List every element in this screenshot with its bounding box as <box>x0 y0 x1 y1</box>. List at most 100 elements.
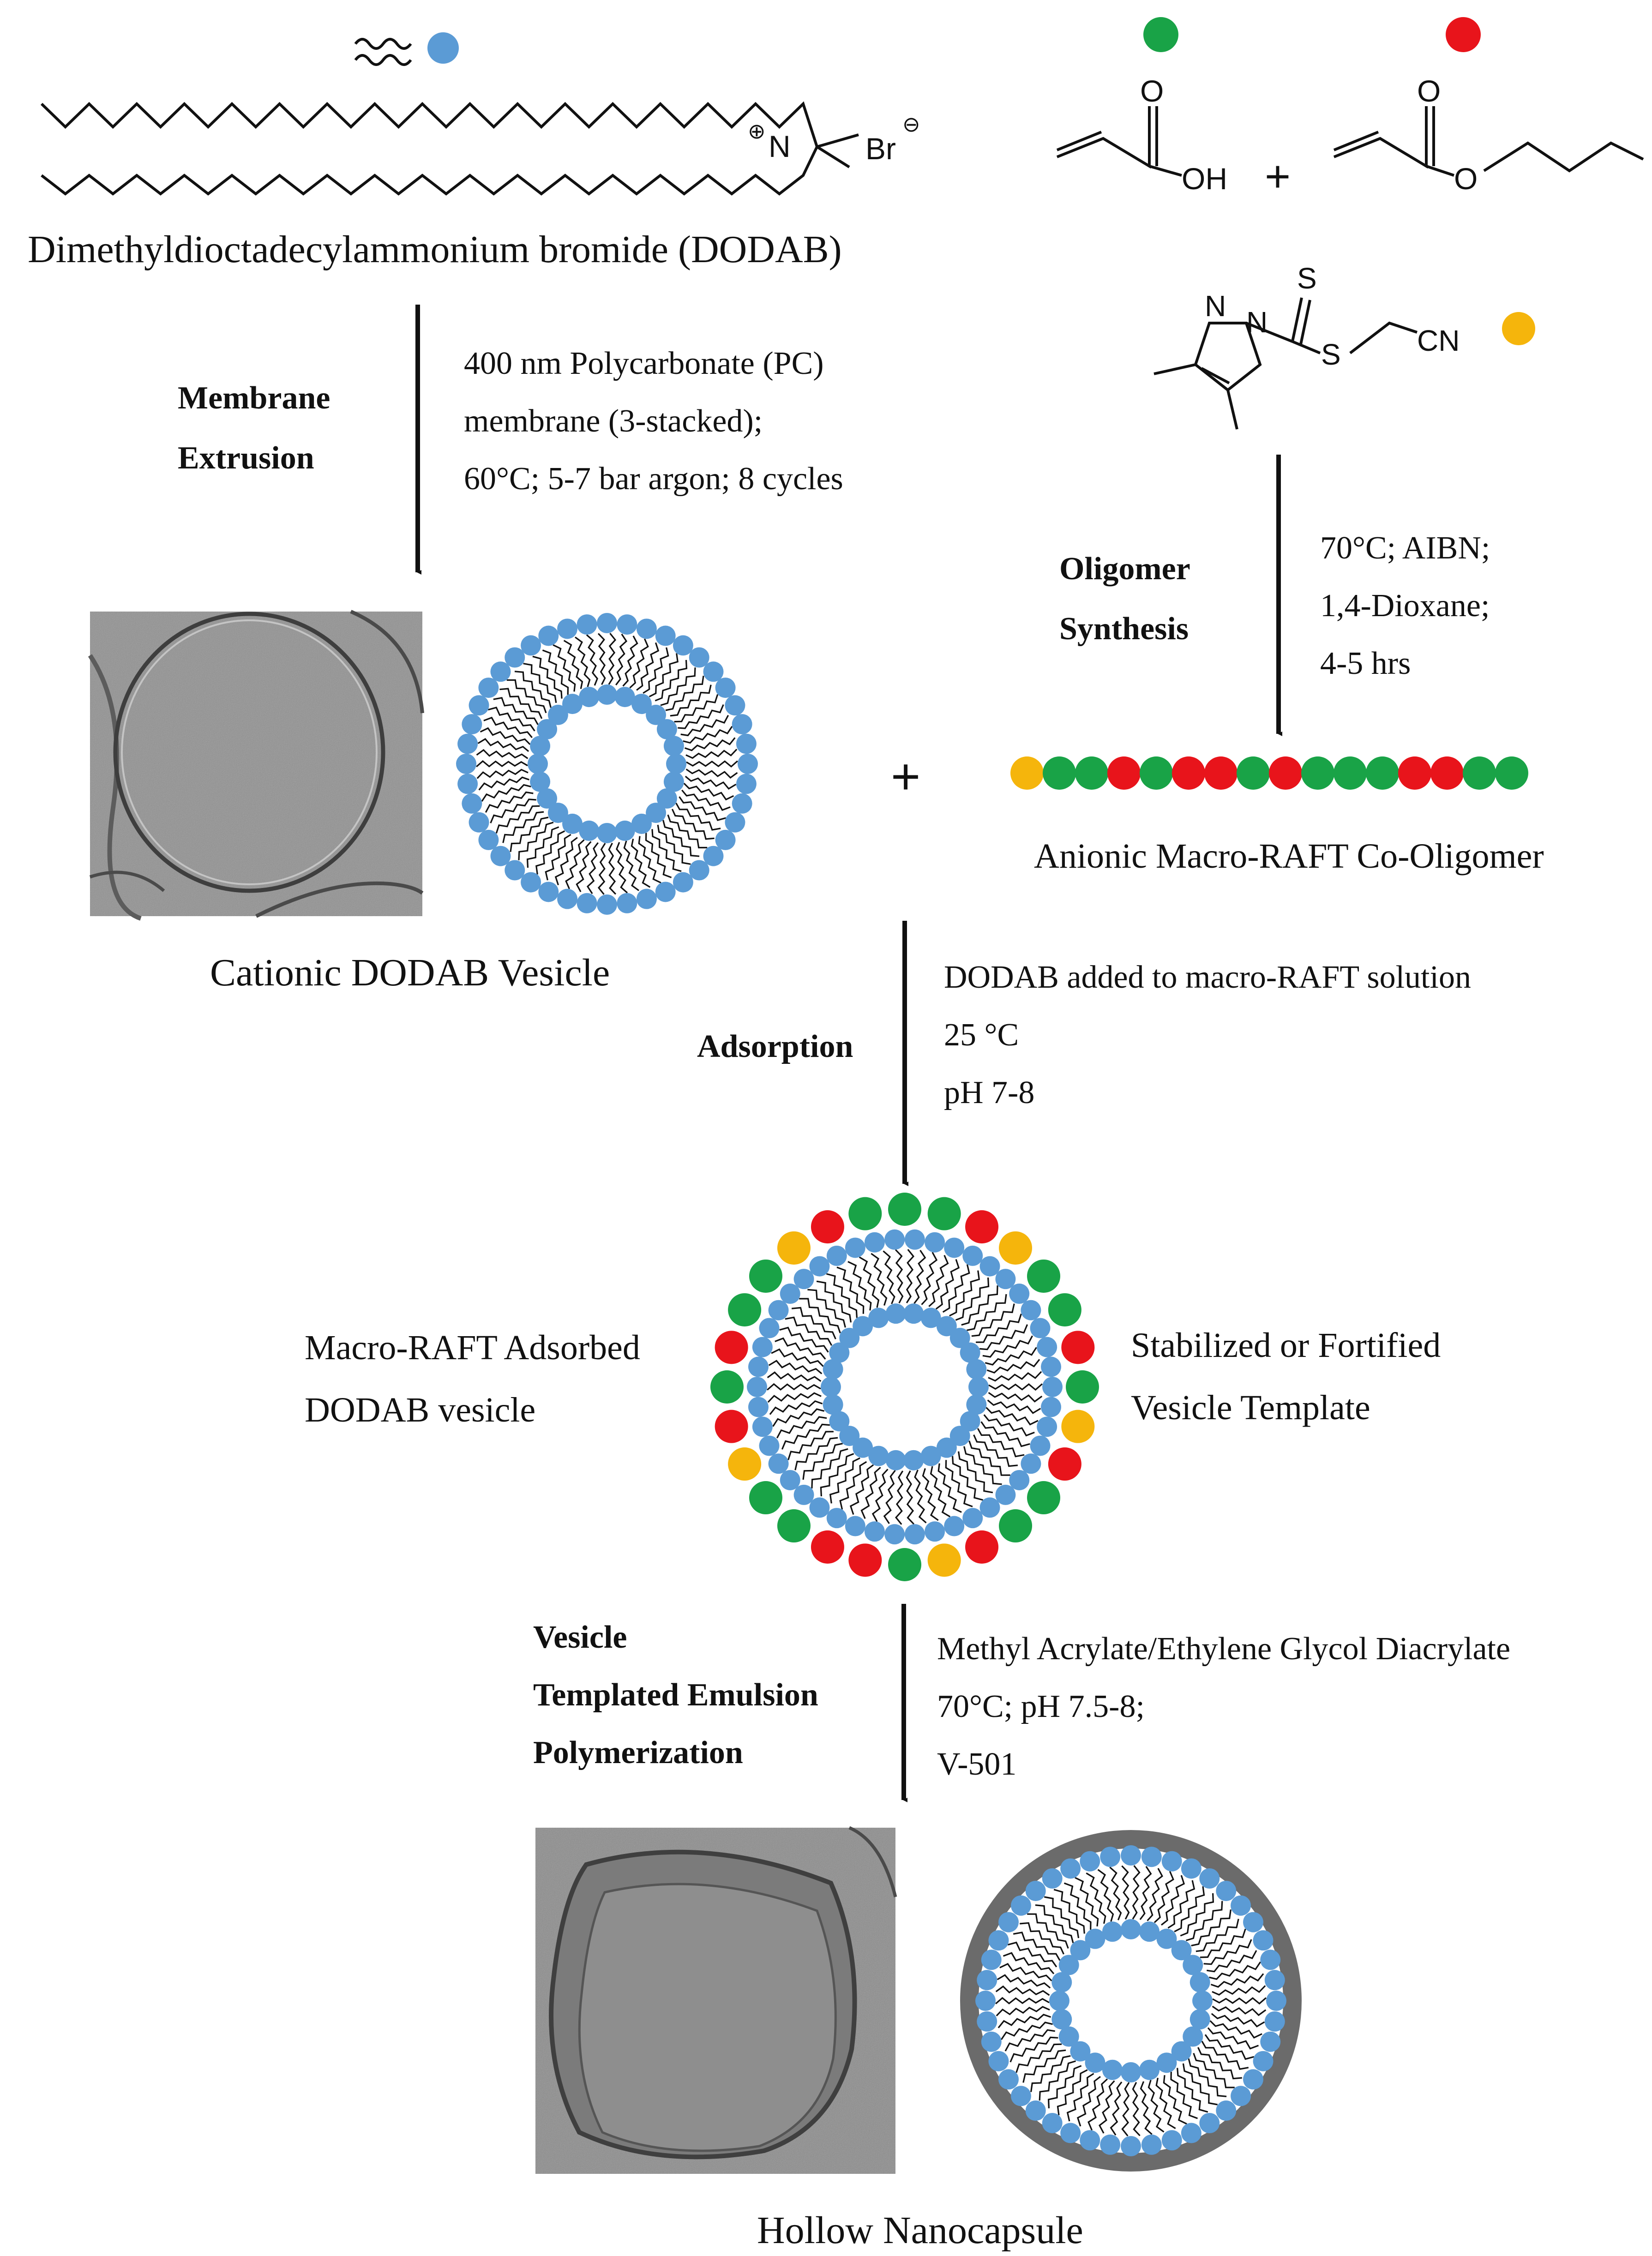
lipid-head <box>478 829 499 850</box>
cryo-tem-vesicle-micrograph <box>88 610 424 921</box>
lipid-head <box>1030 1435 1051 1456</box>
lipid-head <box>748 1356 769 1377</box>
raft-end-group-legend-dot <box>1502 312 1535 345</box>
lipid-head <box>673 635 693 656</box>
lipid-head <box>1049 1991 1069 2011</box>
lipid-head <box>1253 1930 1274 1951</box>
lipid-head <box>538 882 559 902</box>
lipid-head <box>1121 1845 1141 1866</box>
oligomer-bead <box>1430 756 1464 790</box>
lipid-head <box>715 678 736 698</box>
lipid-head <box>1010 2086 1031 2106</box>
lipid-head <box>962 1245 983 1266</box>
lipid-head <box>1042 1868 1063 1889</box>
extrusion-title-line1: Membrane <box>178 380 330 416</box>
lipid-head <box>868 1446 889 1466</box>
lipid-heads <box>747 1229 1063 1545</box>
oligomer-bead <box>1043 756 1076 790</box>
oligomer-label: Anionic Macro-RAFT Co-Oligomer <box>1034 837 1544 876</box>
raft-thioether-s: S <box>1321 338 1341 371</box>
lipid-head <box>1080 2130 1100 2151</box>
oligomer-bead <box>715 1331 748 1364</box>
lipid-head <box>528 754 548 774</box>
lipid-head <box>1231 1895 1251 1916</box>
lipid-head <box>845 1516 865 1536</box>
oligomer-title-line1: Oligomer <box>1059 551 1190 587</box>
dodab-caption: Dimethyldioctadecylammonium bromide (DOD… <box>28 228 842 271</box>
butyl-acrylate-structure <box>1333 106 1644 177</box>
lipid-head <box>736 774 757 794</box>
lipid-head <box>1058 1955 1079 1975</box>
lipid-head <box>636 618 657 639</box>
lipid-head <box>864 1521 885 1542</box>
acrylic-acid-legend-dot <box>1143 17 1178 52</box>
lipid-head <box>1243 2069 1263 2090</box>
lipid-head <box>703 846 724 866</box>
lipid-head <box>1102 1921 1123 1942</box>
lipid-head <box>1189 1972 1210 1992</box>
positive-charge-sign: ⊕ <box>748 119 766 143</box>
lipid-head <box>1171 1940 1192 1961</box>
lipid-head <box>1181 2123 1201 2143</box>
lipid-head <box>505 647 525 668</box>
macro-raft-co-oligomer-chain <box>1010 756 1528 790</box>
lipid-head <box>478 678 499 698</box>
lipid-head <box>780 1470 800 1490</box>
lipid-head <box>577 893 597 913</box>
lipid-head <box>1156 2052 1177 2073</box>
lipid-head <box>577 614 597 635</box>
lipid-head <box>845 1237 865 1258</box>
lipid-head <box>868 1308 889 1328</box>
lipid-head <box>944 1516 965 1536</box>
lipid-head <box>1010 1895 1031 1916</box>
lipid-head <box>547 704 568 725</box>
lipid-tails <box>767 1249 1043 1525</box>
lipid-head <box>505 860 525 881</box>
extrusion-title-line2: Extrusion <box>178 440 314 476</box>
lipid-head <box>998 2069 1019 2090</box>
lipid-head <box>1030 1318 1051 1338</box>
lipid-head <box>457 774 478 794</box>
lipid-head <box>732 793 752 814</box>
lipid-head <box>1070 2041 1091 2062</box>
lipid-head <box>1041 1397 1062 1417</box>
dodab-structure <box>40 101 859 196</box>
lipid-head <box>614 820 635 841</box>
lipid-head <box>1042 2112 1063 2133</box>
lipid-head <box>521 872 541 893</box>
lipid-head <box>747 1377 767 1397</box>
oligomer-bead <box>1010 756 1044 790</box>
raft-n-left: N <box>1205 289 1226 323</box>
lipid-head <box>663 771 684 792</box>
lipid-head <box>1102 2059 1123 2080</box>
polymerization-condition-3: V-501 <box>937 1746 1016 1782</box>
lipid-head <box>936 1437 957 1458</box>
lipid-head <box>839 1426 860 1446</box>
oligomer-bead <box>999 1509 1033 1543</box>
oligomer-bead <box>999 1231 1033 1265</box>
vesicle-label: Cationic DODAB Vesicle <box>210 951 610 994</box>
lipid-head <box>1121 1919 1141 1939</box>
lipid-head <box>656 719 677 739</box>
lipid-head <box>1060 2123 1081 2143</box>
lipid-head <box>1141 1847 1162 1867</box>
lipid-head <box>1021 1300 1041 1320</box>
lipid-head <box>925 1232 945 1253</box>
oligomer-bead <box>1061 1410 1095 1443</box>
lipid-head <box>617 614 637 635</box>
lipid-heads <box>975 1845 1286 2156</box>
oligomer-bead <box>1107 756 1141 790</box>
hollow-nanocapsule-illustration <box>960 1830 1302 2172</box>
lipid-head <box>725 812 745 833</box>
template-label-line2: Vesicle Template <box>1131 1388 1370 1427</box>
lipid-head <box>537 719 558 739</box>
lipid-head <box>977 1970 997 1991</box>
lipid-head <box>1253 2051 1274 2071</box>
lipid-head <box>884 1229 905 1250</box>
lipid-head <box>1080 1851 1100 1872</box>
lipid-head <box>547 803 568 823</box>
lipid-head <box>821 1377 841 1397</box>
lipid-head <box>1009 1284 1030 1304</box>
macro-raft-adsorbed-vesicle-illustration <box>710 1193 1099 1581</box>
lipid-head <box>597 894 617 915</box>
